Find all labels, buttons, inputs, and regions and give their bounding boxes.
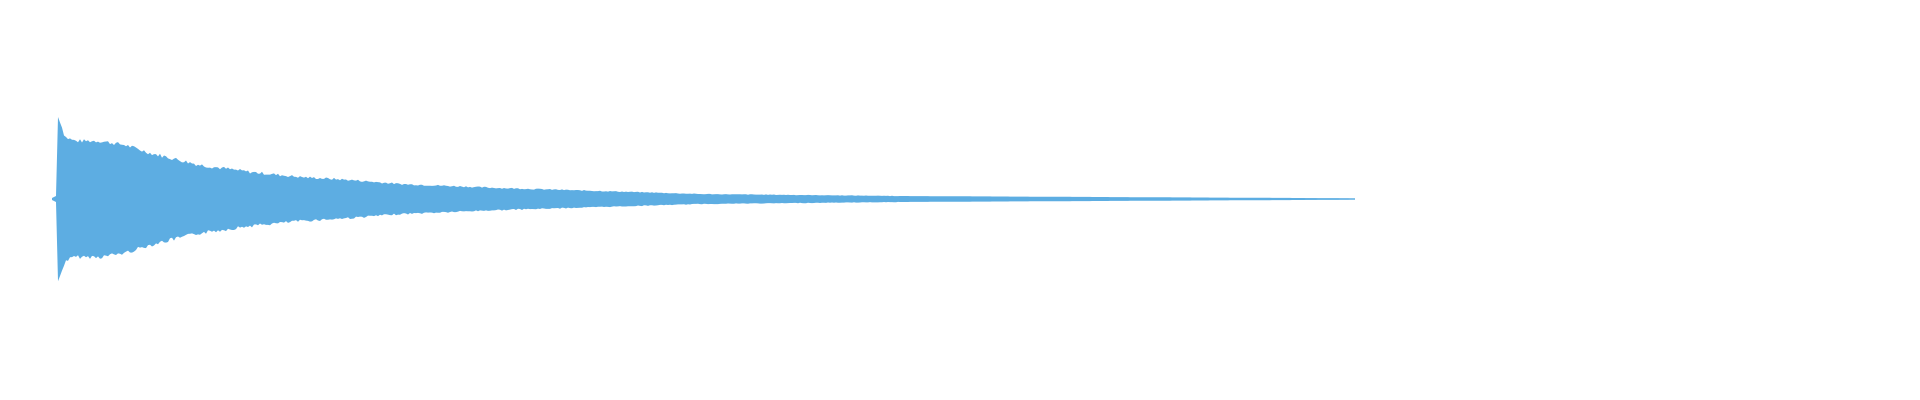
waveform-envelope xyxy=(52,117,1354,282)
